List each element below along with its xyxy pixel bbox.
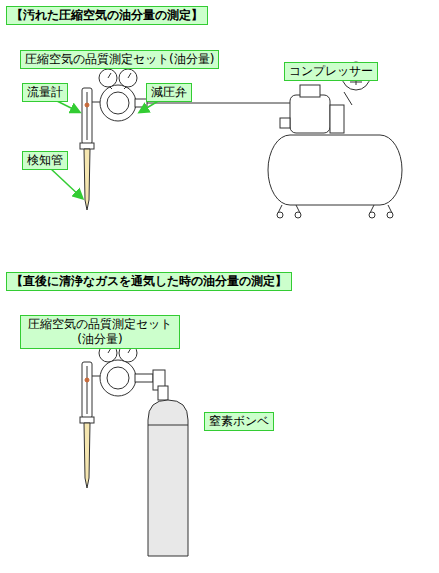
section-heading: 【直後に清浄なガスを通気した時の油分量の測定】 xyxy=(6,272,292,291)
box-text: 流量計 xyxy=(27,85,63,99)
label-box: コンプレッサー xyxy=(284,62,378,81)
box-text: 窒素ボンベ xyxy=(209,414,269,428)
section-heading: 【汚れた圧縮空気の油分量の測定】 xyxy=(6,6,208,25)
box-text: 【汚れた圧縮空気の油分量の測定】 xyxy=(11,8,203,22)
label-box: 流量計 xyxy=(22,83,68,102)
box-text: 圧縮空気の品質測定セット(油分量) xyxy=(25,52,214,66)
label-box: 圧縮空気の品質測定セット (油分量) xyxy=(20,315,180,349)
box-text: 検知管 xyxy=(27,153,63,167)
box-text: 圧縮空気の品質測定セット (油分量) xyxy=(28,317,172,346)
box-text: 【直後に清浄なガスを通気した時の油分量の測定】 xyxy=(11,274,287,288)
label-box: 検知管 xyxy=(22,151,68,170)
label-box: 窒素ボンベ xyxy=(204,412,274,431)
box-text: コンプレッサー xyxy=(289,64,373,78)
box-text: 減圧弁 xyxy=(151,85,187,99)
label-box: 圧縮空気の品質測定セット(油分量) xyxy=(20,50,219,69)
label-box: 減圧弁 xyxy=(146,83,192,102)
